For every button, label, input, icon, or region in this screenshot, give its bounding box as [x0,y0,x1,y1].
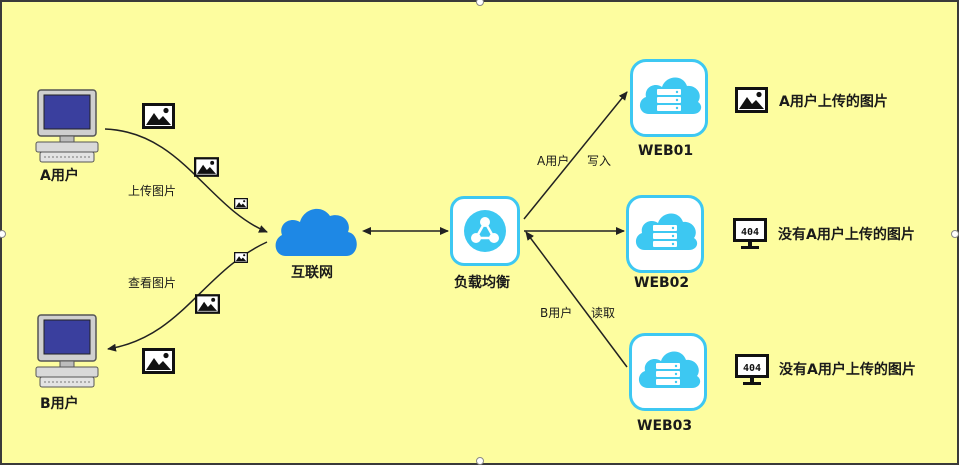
read-user-label: B用户 [540,306,573,320]
404-text: 404 [741,227,759,238]
resize-handle-bottom[interactable] [476,457,484,465]
cloud-server-icon [635,213,698,250]
resize-handle-left[interactable] [0,230,6,238]
image-icon [194,157,219,177]
read-action-label: 读取 [591,306,616,320]
server-web02-note: 没有A用户上传的图片 [778,227,915,243]
image-icon [142,348,175,374]
server-web01 [630,59,708,137]
image-icon [142,103,175,129]
server-web03-note: 没有A用户上传的图片 [779,362,916,378]
user-a-label: A用户 [40,168,79,184]
404-monitor-icon: 404 [733,218,767,249]
computer-a-icon [35,89,99,163]
internet-label: 互联网 [291,265,333,281]
resize-handle-right[interactable] [951,230,959,238]
server-web01-label: WEB01 [638,143,694,159]
404-text: 404 [743,363,761,374]
server-web03-label: WEB03 [637,418,693,434]
view-label: 查看图片 [128,276,177,290]
image-icon [195,294,220,314]
server-web02 [626,195,704,273]
server-web03 [629,333,707,411]
cloud-server-icon [638,351,701,388]
write-user-label: A用户 [537,154,570,168]
resize-handle-top[interactable] [476,0,484,6]
image-icon [234,252,248,263]
write-action-label: 写入 [587,154,612,168]
image-icon [735,87,768,113]
user-b-label: B用户 [40,396,79,412]
load-balancer-node [450,196,520,266]
lb-web01-link [523,91,628,220]
web03-lb-link [525,231,628,368]
image-icon [234,198,248,209]
upload-label: 上传图片 [128,184,177,198]
server-web02-label: WEB02 [634,275,690,291]
cloud-icon [275,208,357,256]
server-web01-note: A用户上传的图片 [779,94,888,110]
upload-curve [104,128,268,233]
404-monitor-icon: 404 [735,354,769,385]
cloud-server-icon [639,77,702,114]
computer-b-icon [35,314,99,388]
load-balancer-label: 负载均衡 [454,275,510,291]
share-network-icon [464,210,506,252]
